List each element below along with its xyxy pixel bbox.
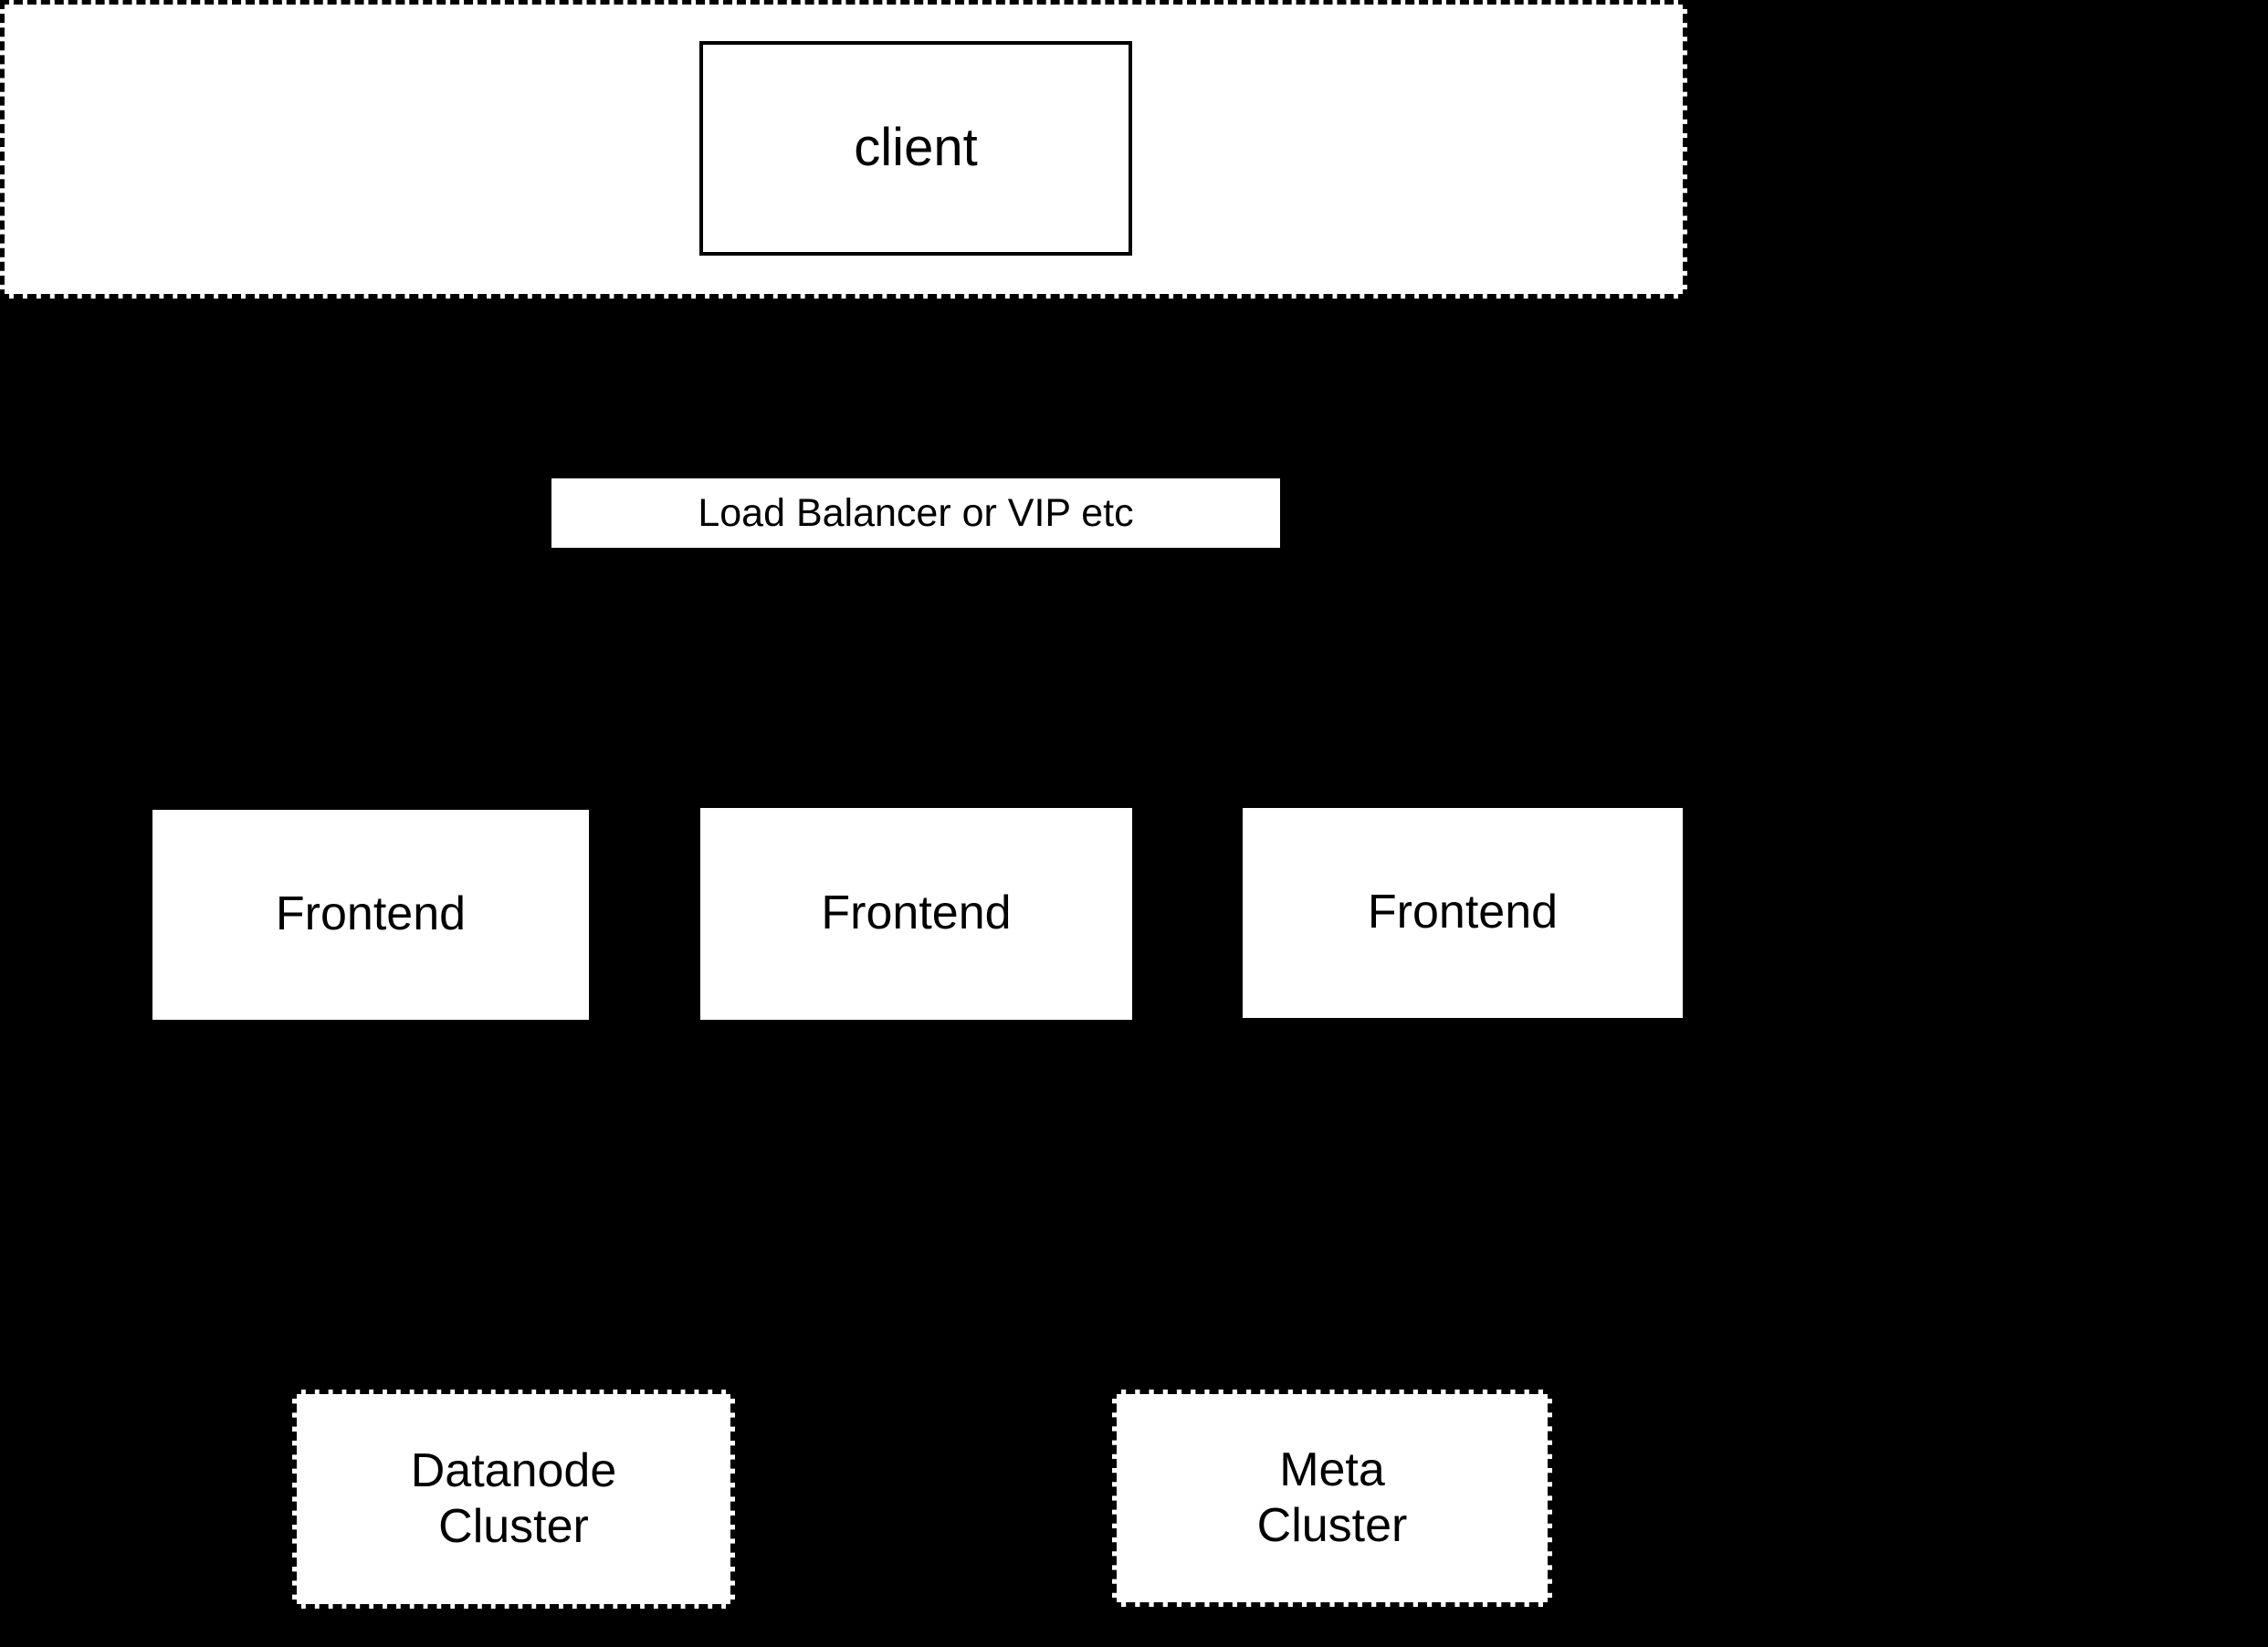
node-client-label: client <box>854 118 978 178</box>
node-datanode-cluster[interactable]: Datanode Cluster <box>292 1390 735 1609</box>
node-datanode-cluster-label: Datanode Cluster <box>410 1443 617 1553</box>
node-frontend-2[interactable]: Frontend <box>696 803 1137 1024</box>
node-frontend-2-label: Frontend <box>821 886 1012 940</box>
node-meta-cluster-label: Meta Cluster <box>1256 1442 1408 1552</box>
node-load-balancer-label: Load Balancer or VIP etc <box>698 490 1134 535</box>
node-frontend-3[interactable]: Frontend <box>1238 803 1687 1023</box>
node-frontend-1[interactable]: Frontend <box>148 805 593 1024</box>
node-meta-cluster[interactable]: Meta Cluster <box>1112 1390 1552 1607</box>
node-frontend-1-label: Frontend <box>275 887 467 941</box>
node-frontend-3-label: Frontend <box>1367 886 1559 939</box>
node-client[interactable]: client <box>699 41 1132 256</box>
node-load-balancer[interactable]: Load Balancer or VIP etc <box>551 478 1280 548</box>
